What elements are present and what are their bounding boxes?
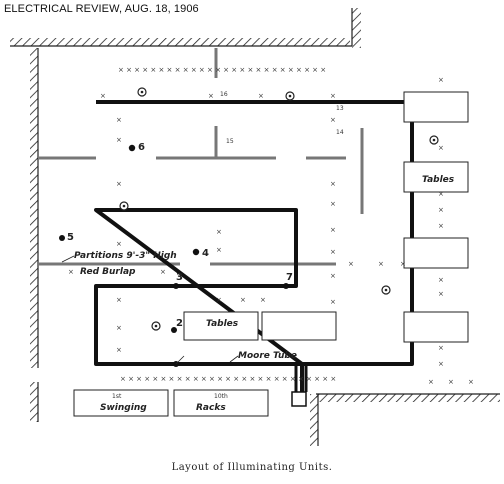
svg-text:×: ×	[330, 226, 336, 234]
svg-text:×: ×	[438, 76, 444, 84]
svg-text:×: ×	[116, 296, 122, 304]
small-label-16: 16	[220, 91, 228, 98]
left-wall	[30, 48, 38, 368]
swinging-num-label: 1st	[112, 393, 122, 400]
circle-fixtures	[119, 87, 439, 331]
racks-label: Racks	[196, 403, 226, 413]
table-center-1	[183, 311, 259, 341]
svg-text:×: ×	[330, 92, 336, 100]
svg-text:×: ×	[448, 378, 454, 386]
svg-text:×: ×	[348, 260, 354, 268]
partitions-group	[38, 48, 364, 266]
svg-text:×: ×	[240, 296, 246, 304]
unit-6-dot	[128, 144, 136, 152]
svg-text:×: ×	[330, 272, 336, 280]
svg-text:×: ×	[208, 92, 214, 100]
svg-text:×: ×	[258, 92, 264, 100]
svg-text:×: ×	[400, 260, 406, 268]
unit-3-label: 3	[176, 272, 183, 283]
top-right-wall	[352, 8, 361, 48]
svg-text:×: ×	[116, 324, 122, 332]
bottom-wall-stub	[310, 394, 318, 446]
svg-text:×: ×	[438, 222, 444, 230]
tables-bottom-label: Tables	[206, 319, 239, 329]
tables-right-label: Tables	[422, 175, 455, 185]
unit-2-label: 2	[176, 318, 183, 329]
top-wall	[10, 38, 350, 46]
svg-text:×: ×	[438, 206, 444, 214]
svg-text:×: ×	[116, 240, 122, 248]
unit-7-label: 7	[286, 272, 293, 283]
table-right-1	[403, 91, 469, 123]
partitions-label: Partitions 9'-3" High	[74, 251, 177, 261]
unit-6-label: 6	[138, 142, 145, 153]
circle-fixture-centers	[122, 90, 436, 328]
unit-7-dot	[283, 283, 289, 289]
unit-5-dot	[59, 235, 65, 241]
figure-caption: Layout of Illuminating Units.	[171, 462, 333, 473]
svg-text:×: ×	[116, 136, 122, 144]
svg-text:×: ×	[378, 260, 384, 268]
unit-3-dot	[173, 283, 179, 289]
unit-2-dot	[171, 327, 177, 333]
svg-text:×: ×	[438, 144, 444, 152]
svg-text:×: ×	[330, 248, 336, 256]
center-tables	[183, 311, 337, 341]
table-right-3	[403, 237, 469, 269]
moore-tube-label: Moore Tube	[238, 351, 297, 361]
publication-header: ELECTRICAL REVIEW, AUG. 18, 1906	[4, 3, 199, 15]
tube-terminal-box	[291, 391, 307, 407]
moore-tube-path	[94, 100, 414, 392]
svg-text:×: ×	[216, 228, 222, 236]
table-center-2	[261, 311, 337, 341]
right-tables	[403, 91, 469, 343]
svg-text:×: ×	[438, 190, 444, 198]
svg-text:×: ×	[116, 180, 122, 188]
table-right-4	[403, 311, 469, 343]
svg-text:×: ×	[216, 296, 222, 304]
svg-text:×: ×	[116, 346, 122, 354]
swinging-rack-box	[73, 389, 169, 417]
small-label-13: 13	[336, 105, 344, 112]
bottom-racks	[73, 389, 269, 417]
unit-5-label: 5	[67, 232, 74, 243]
svg-text:× × × × × × × × × × × × × × ×: × × × × × × × × × × × × × × × × × × × × …	[118, 66, 326, 74]
svg-text:×: ×	[330, 298, 336, 306]
burlap-label: Red Burlap	[80, 267, 136, 277]
svg-text:× × × × × × × × × × × × × × ×: × × × × × × × × × × × × × × × × × × × × …	[120, 375, 336, 383]
svg-text:×: ×	[160, 268, 166, 276]
svg-text:×: ×	[438, 360, 444, 368]
svg-text:×: ×	[330, 200, 336, 208]
svg-text:×: ×	[260, 296, 266, 304]
svg-text:×: ×	[68, 268, 74, 276]
unit-4-label: 4	[202, 248, 209, 259]
svg-text:×: ×	[116, 116, 122, 124]
leader-lines	[61, 255, 239, 365]
walls	[10, 8, 500, 446]
svg-text:×: ×	[216, 246, 222, 254]
svg-text:×: ×	[100, 92, 106, 100]
fixture-marks: × × × × × × × × × × × × × × × × × × × × …	[68, 66, 474, 386]
table-right-2	[403, 161, 469, 193]
racks-box	[173, 389, 269, 417]
unit-4-dot	[192, 248, 200, 256]
svg-text:×: ×	[330, 116, 336, 124]
svg-text:×: ×	[438, 344, 444, 352]
svg-text:×: ×	[330, 180, 336, 188]
swinging-label: Swinging	[100, 403, 147, 413]
left-wall-lower	[30, 382, 38, 422]
svg-text:×: ×	[438, 276, 444, 284]
bottom-right-wall	[316, 394, 500, 402]
small-label-15: 15	[226, 138, 234, 145]
svg-text:×: ×	[428, 378, 434, 386]
racks-num-label: 10th	[214, 393, 228, 400]
svg-text:×: ×	[468, 378, 474, 386]
small-label-14: 14	[336, 129, 344, 136]
svg-text:×: ×	[438, 290, 444, 298]
